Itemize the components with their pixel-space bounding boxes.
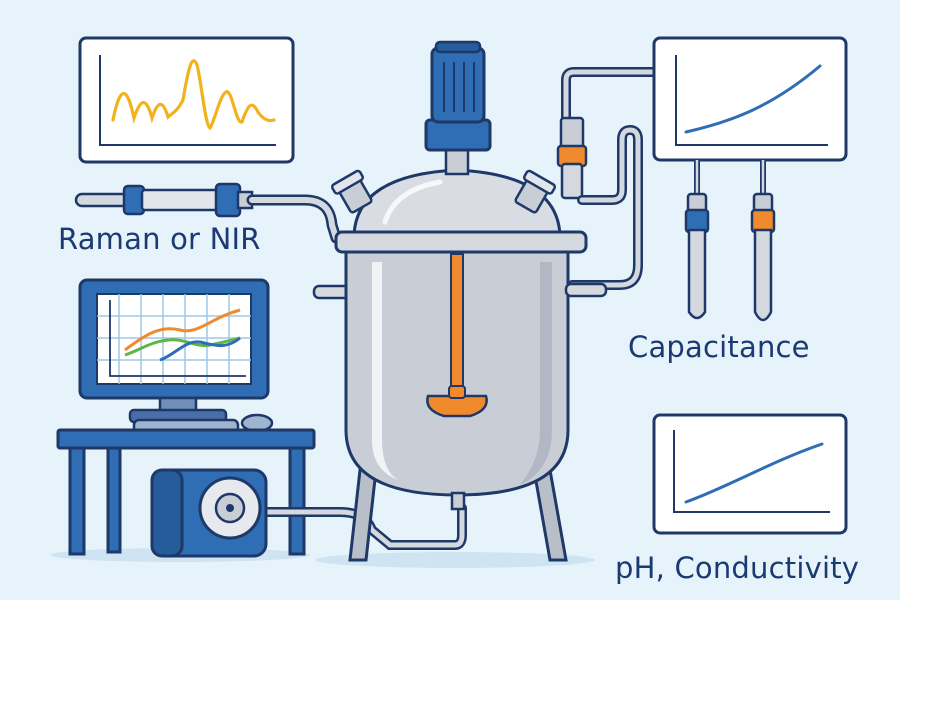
ph-conductivity-label: pH, Conductivity xyxy=(615,551,860,585)
capacitance-label: Capacitance xyxy=(628,330,810,364)
computer-monitor-icon xyxy=(78,278,270,424)
vessel-side-port xyxy=(564,282,608,298)
trend-display-icon xyxy=(561,36,848,162)
trend-display-icon xyxy=(652,413,848,535)
spectrum-display-icon xyxy=(78,36,295,164)
floor-shadow xyxy=(315,552,595,568)
peristaltic-pump-icon xyxy=(150,468,467,558)
raman-nir-label: Raman or NIR xyxy=(58,222,261,256)
capacitance-probe-icon xyxy=(556,116,588,200)
conductivity-sensor-icon xyxy=(750,160,776,322)
stirrer-motor-icon xyxy=(424,40,492,176)
impeller-icon xyxy=(426,253,488,418)
raman-probe-icon xyxy=(74,182,342,244)
desk-icon xyxy=(56,428,316,556)
ph-sensor-icon xyxy=(684,160,710,320)
